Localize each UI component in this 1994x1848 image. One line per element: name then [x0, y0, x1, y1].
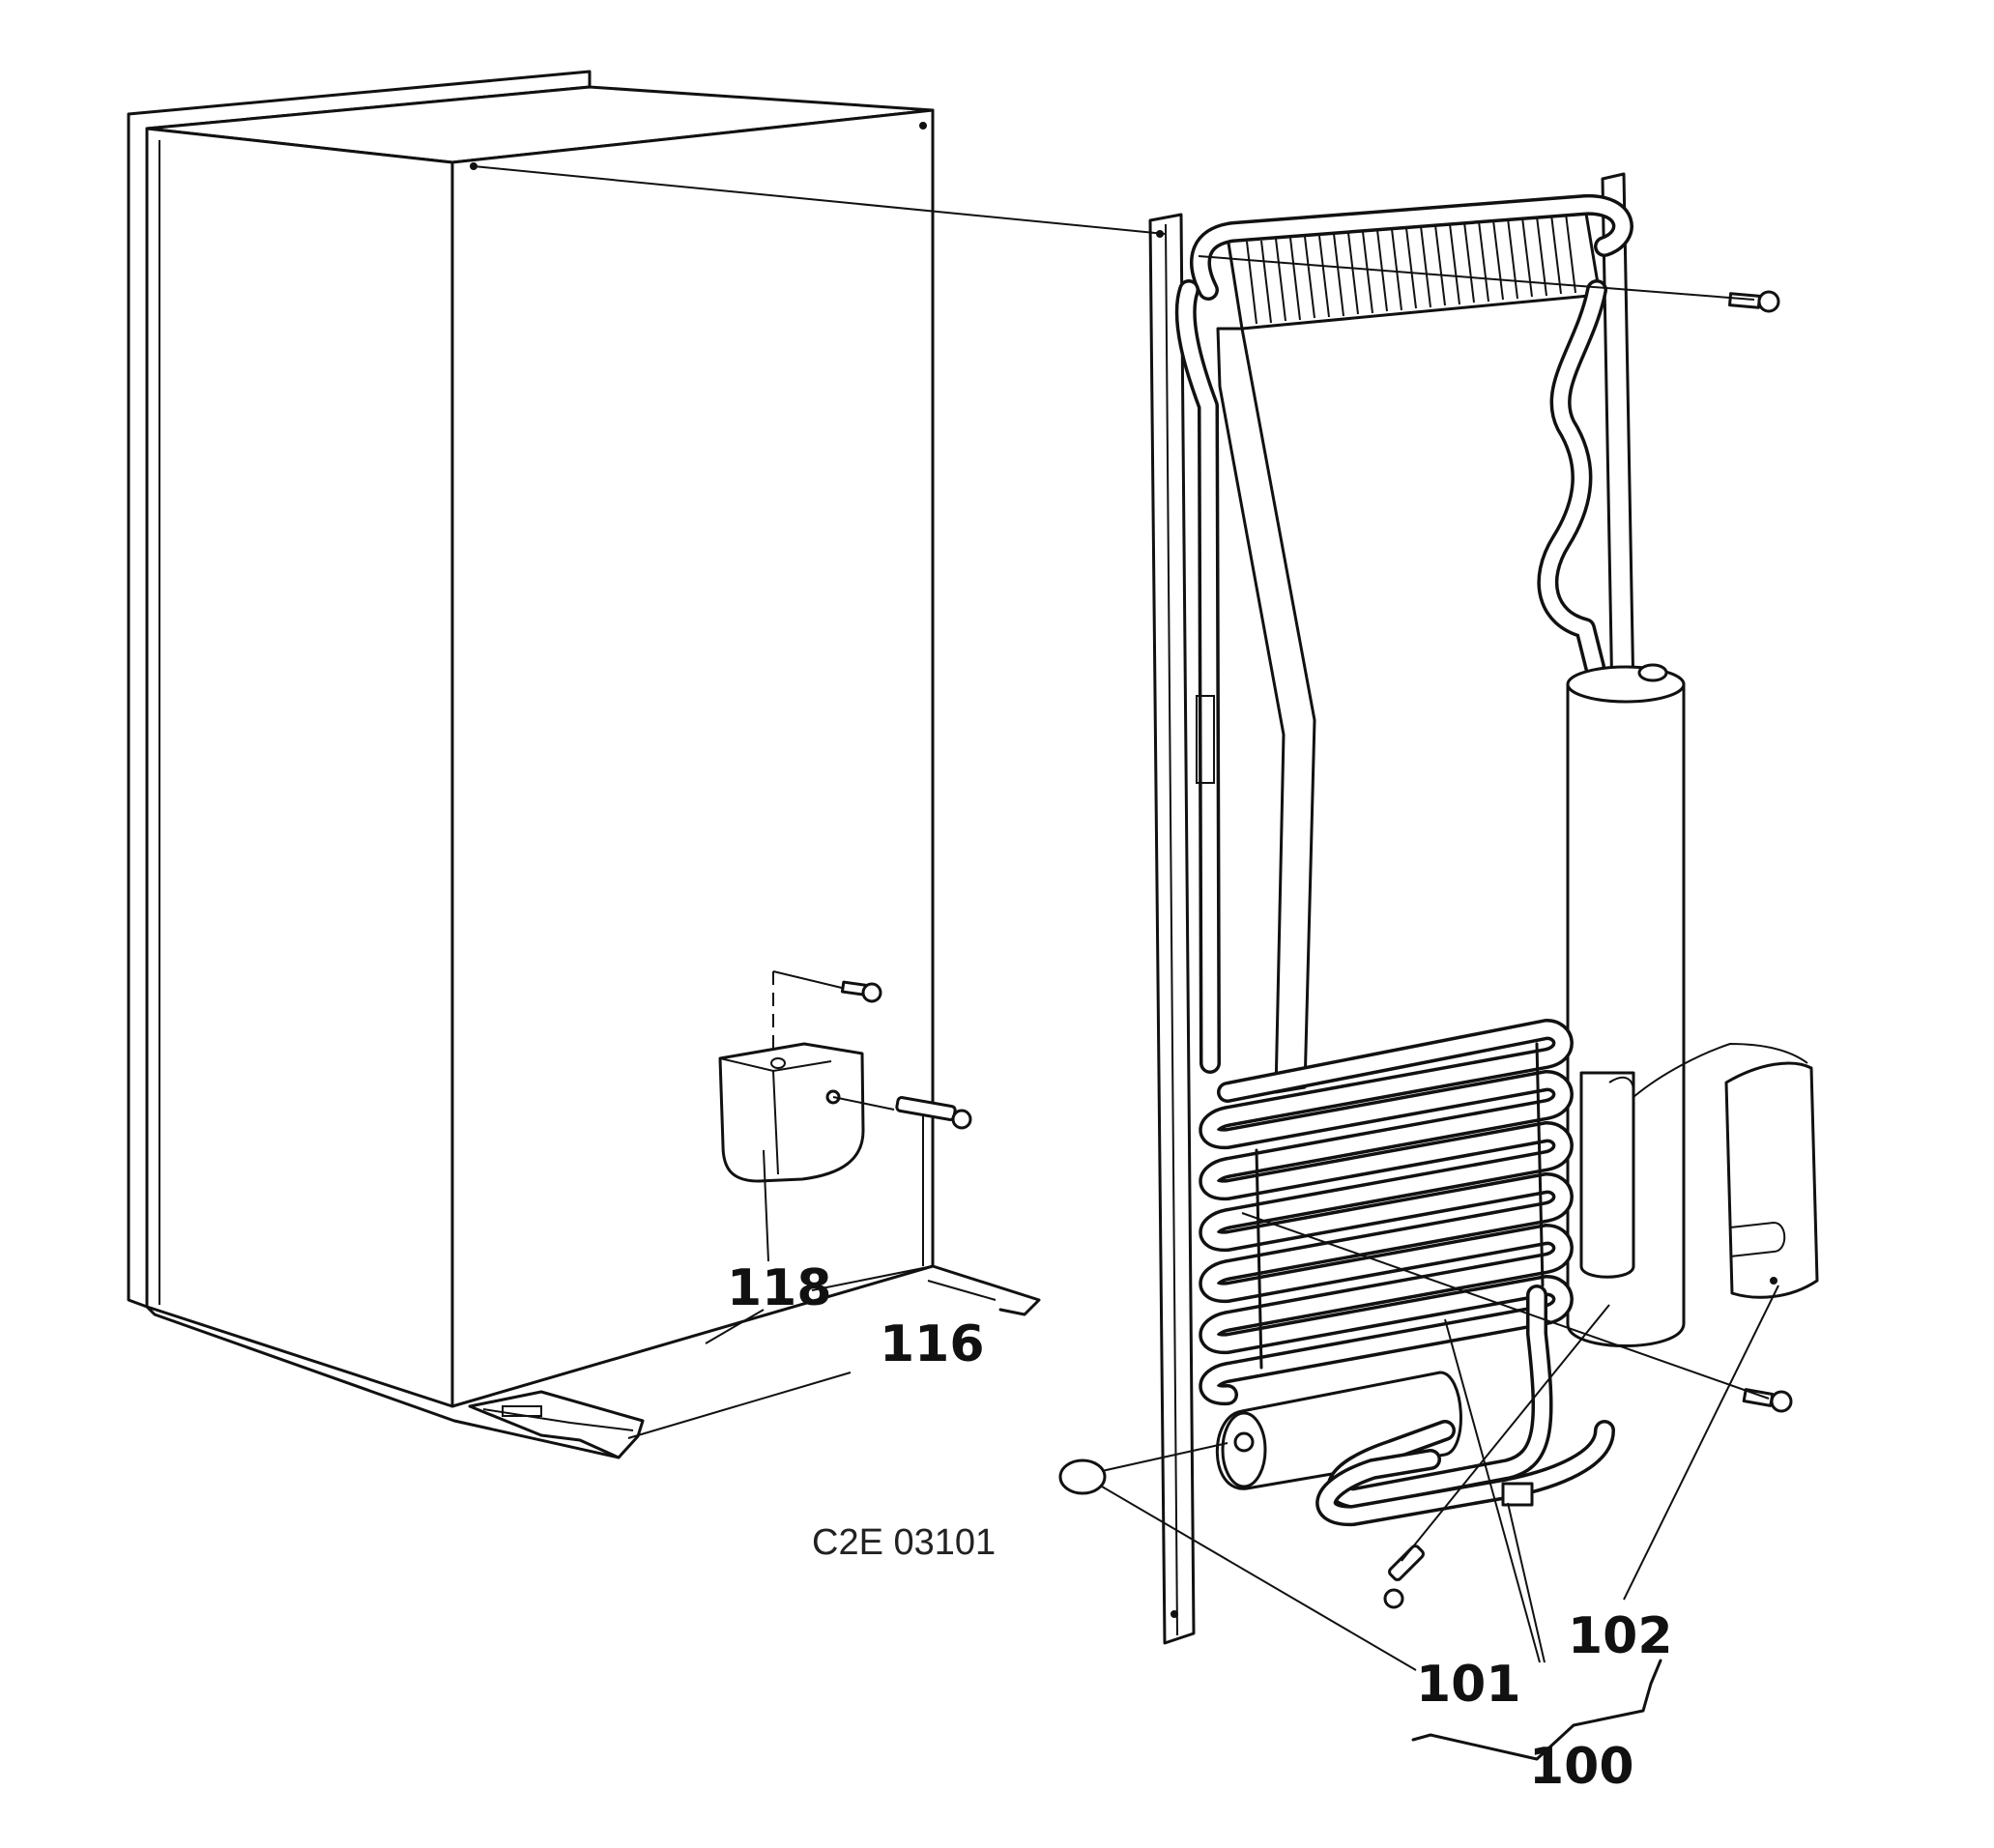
callout-118: 118: [727, 1259, 832, 1317]
condenser-coil: [1199, 1019, 1574, 1406]
refrigerator-cabinet: [127, 70, 1041, 1459]
callout-101: 101: [1416, 1656, 1521, 1714]
callout-102: 102: [1568, 1607, 1673, 1665]
drawing-code: C2E 03101: [812, 1522, 996, 1563]
screws: [1383, 290, 1793, 1609]
callout-100: 100: [1529, 1738, 1634, 1796]
bracket-118: [718, 970, 972, 1183]
cooling-unit-100: [1148, 172, 1686, 1645]
callout-116: 116: [880, 1315, 985, 1373]
cap-101: [1058, 1442, 1228, 1495]
leader-lines: [473, 165, 1779, 1761]
insulation-shell-102: [1633, 1042, 1819, 1299]
